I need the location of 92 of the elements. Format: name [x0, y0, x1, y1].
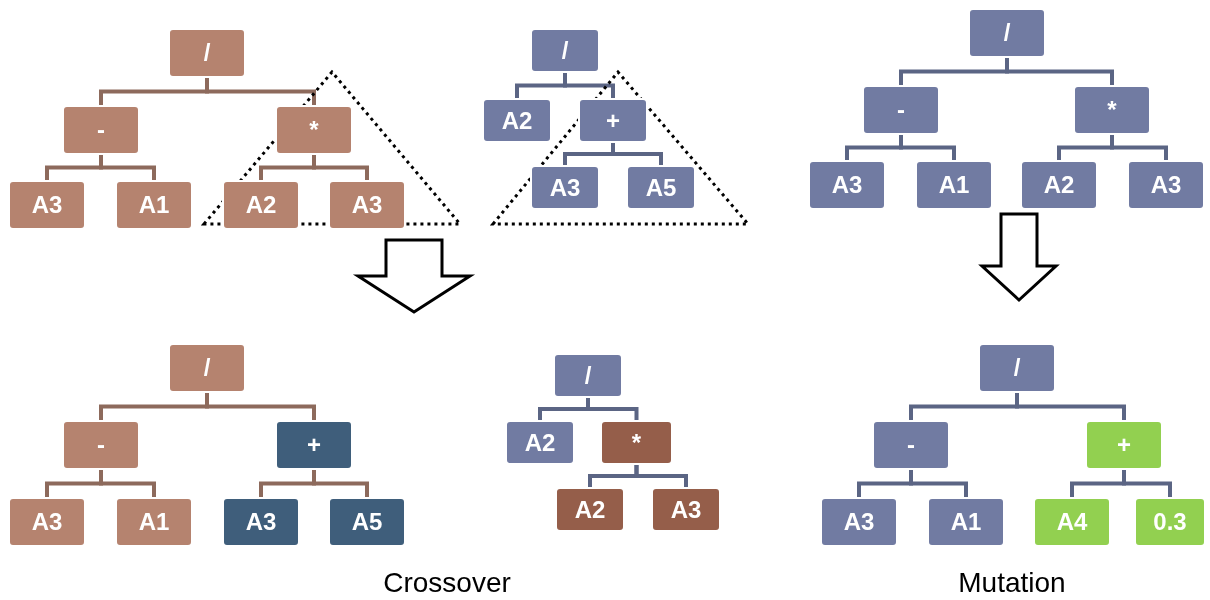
- node-label: A2: [245, 193, 277, 217]
- node-label: A3: [549, 175, 581, 200]
- tree-node: [530, 28, 600, 73]
- tree-node: [275, 105, 353, 155]
- tree-node: [555, 487, 625, 532]
- tree-connector: [1122, 470, 1172, 497]
- tree-node: [482, 98, 552, 143]
- node-label: -: [97, 433, 105, 457]
- caption-text: Mutation: [958, 567, 1066, 599]
- tree-node: [62, 420, 140, 470]
- tree-connector: [205, 78, 316, 105]
- tree-node: [600, 420, 673, 465]
- tree-node: [505, 420, 575, 465]
- tree-node: [1134, 497, 1206, 547]
- node-label: A3: [351, 193, 383, 217]
- node-label: A5: [351, 510, 383, 534]
- tree-connector: [312, 470, 369, 497]
- node-label: /: [203, 356, 211, 380]
- node-label: *: [1107, 98, 1117, 122]
- node-label: -: [97, 118, 105, 142]
- node-label: /: [584, 363, 592, 388]
- node-label: A1: [938, 173, 970, 197]
- tree-node: [1127, 160, 1205, 210]
- tree-node: [820, 497, 898, 547]
- node-label: -: [897, 98, 905, 122]
- tree-node: [872, 420, 950, 470]
- tree-node: [1020, 160, 1098, 210]
- tree-connector: [1005, 58, 1114, 85]
- tree-node: [115, 497, 193, 547]
- node-label: A3: [843, 510, 875, 534]
- tree-node: [927, 497, 1005, 547]
- node-label: A2: [501, 108, 533, 133]
- tree-node: [915, 160, 993, 210]
- node-label: +: [307, 433, 321, 457]
- node-label: A1: [950, 510, 982, 534]
- tree-node: [1073, 85, 1151, 135]
- tree-connector: [909, 470, 968, 497]
- tree-node: [8, 180, 86, 230]
- tree-node: [275, 420, 353, 470]
- node-label: +: [1117, 433, 1131, 457]
- tree-node: [222, 180, 300, 230]
- tree-node: [8, 497, 86, 547]
- node-label: A1: [138, 510, 170, 534]
- node-label: A2: [1043, 173, 1075, 197]
- tree-node: [1085, 420, 1163, 470]
- node-label: 0.3: [1153, 510, 1187, 534]
- tree-connector: [1015, 393, 1126, 420]
- tree-node: [115, 180, 193, 230]
- node-label: A5: [645, 175, 677, 200]
- node-label: A3: [670, 497, 702, 522]
- node-label: A3: [1150, 173, 1182, 197]
- tree-connector: [634, 465, 688, 487]
- tree-node: [578, 98, 648, 143]
- tree-node: [328, 180, 406, 230]
- node-label: A2: [574, 497, 606, 522]
- caption-text: Crossover: [383, 567, 511, 599]
- tree-node: [626, 165, 696, 210]
- tree-connector: [99, 470, 156, 497]
- node-label: /: [561, 38, 569, 63]
- node-label: A3: [831, 173, 863, 197]
- node-label: A2: [524, 430, 556, 455]
- tree-node: [530, 165, 600, 210]
- node-label: /: [1013, 356, 1021, 380]
- tree-connector: [99, 155, 156, 180]
- tree-node: [1033, 497, 1111, 547]
- tree-node: [222, 497, 300, 547]
- tree-node: [328, 497, 406, 547]
- tree-node: [168, 28, 246, 78]
- node-label: /: [1003, 21, 1011, 45]
- node-label: A3: [245, 510, 277, 534]
- tree-connector: [205, 393, 316, 420]
- tree-connector: [899, 135, 956, 160]
- tree-connector: [1110, 135, 1168, 160]
- tree-node: [978, 343, 1056, 393]
- node-label: -: [907, 433, 915, 457]
- node-label: A4: [1056, 510, 1088, 534]
- tree-node: [62, 105, 140, 155]
- tree-node: [651, 487, 721, 532]
- node-label: +: [606, 108, 620, 133]
- tree-node: [553, 353, 623, 398]
- node-label: /: [203, 41, 211, 65]
- tree-node: [968, 8, 1046, 58]
- tree-node: [808, 160, 886, 210]
- tree-node: [862, 85, 940, 135]
- tree-node: [168, 343, 246, 393]
- node-label: *: [631, 430, 642, 455]
- node-label: A3: [31, 193, 63, 217]
- node-label: *: [309, 118, 319, 142]
- node-label: A1: [138, 193, 170, 217]
- node-label: A3: [31, 510, 63, 534]
- tree-connector: [563, 73, 615, 98]
- tree-connector: [312, 155, 369, 180]
